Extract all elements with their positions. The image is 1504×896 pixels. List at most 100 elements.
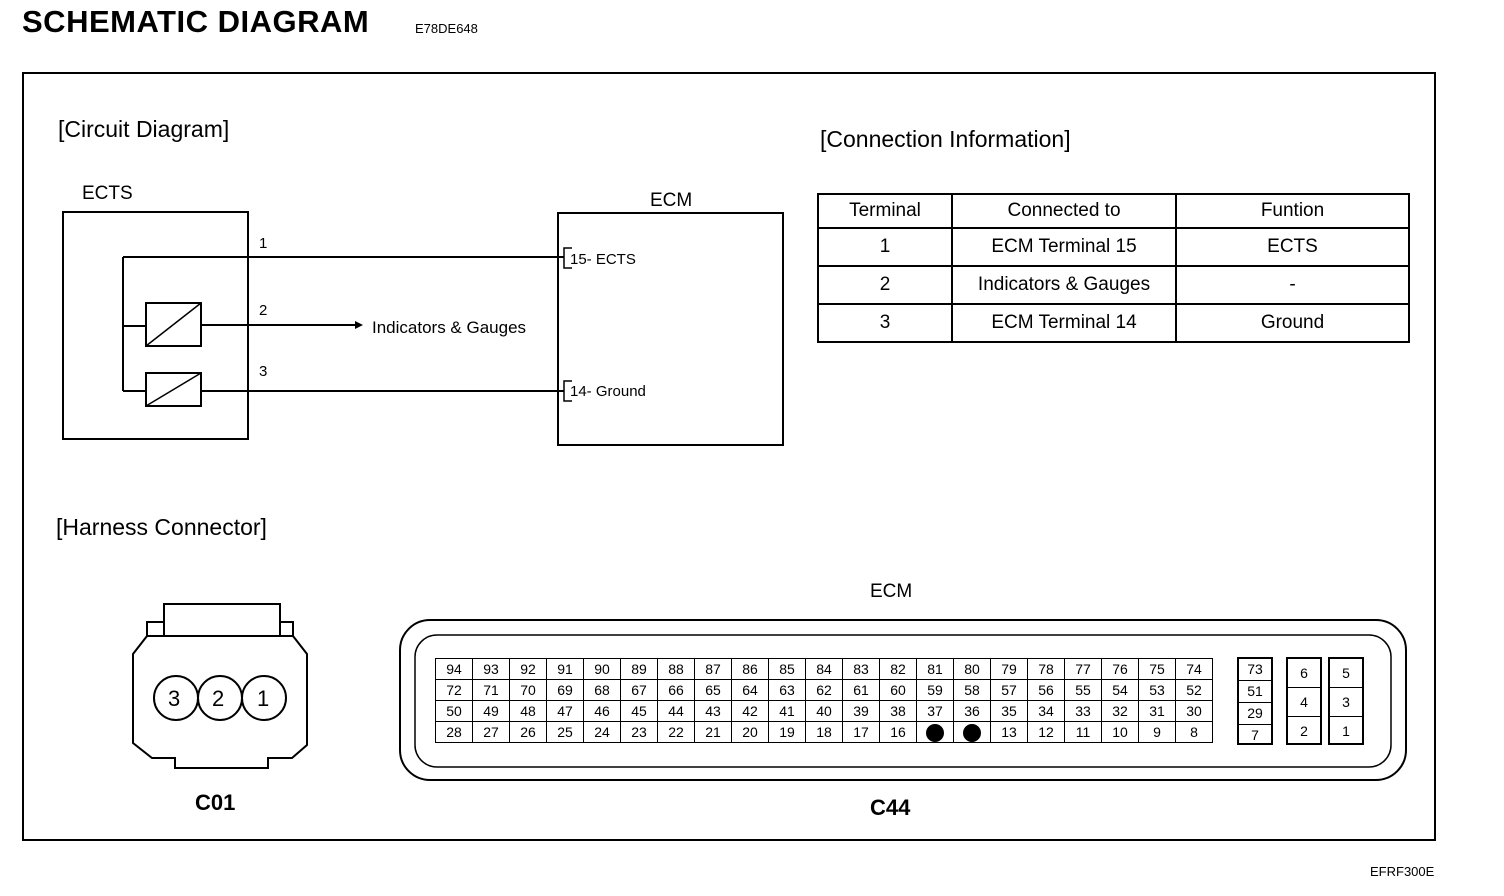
pin-cell: 11: [1064, 720, 1102, 744]
pin-cell: 41: [768, 700, 806, 722]
c44-outer-shell: [399, 619, 1407, 781]
cell: ECM Terminal 14: [951, 303, 1177, 343]
pin-cell: 57: [990, 679, 1028, 701]
pin-cell: 46: [583, 700, 621, 722]
pin-cell: 25: [546, 720, 584, 744]
c01-pin-1-label: 1: [257, 686, 270, 711]
ects-label: ECTS: [82, 183, 133, 204]
pin-cell: 17: [842, 720, 880, 744]
pin-cell: 32: [1101, 700, 1139, 722]
pin-cell: 51: [1239, 681, 1271, 703]
pin-cell: 13: [990, 720, 1028, 744]
pin-cell: [916, 720, 954, 744]
pin-cell: 33: [1064, 700, 1102, 722]
pin-cell: 55: [1064, 679, 1102, 701]
pin-cell: 92: [509, 658, 547, 680]
pin-cell: 18: [805, 720, 843, 744]
circuit-section-title: [Circuit Diagram]: [58, 116, 230, 142]
pin-cell: 70: [509, 679, 547, 701]
cell: 3: [817, 303, 953, 343]
pin-cell: 56: [1027, 679, 1065, 701]
pin-cell: 45: [620, 700, 658, 722]
pin-cell: 65: [694, 679, 732, 701]
pin-cell: 69: [546, 679, 584, 701]
pin-cell: 48: [509, 700, 547, 722]
c01-pin-1: [241, 675, 287, 721]
connection-section-title: [Connection Information]: [820, 126, 1071, 152]
pin-cell: 93: [472, 658, 510, 680]
connection-table: Terminal Connected to Funtion 1 ECM Term…: [817, 193, 1410, 343]
pin-cell: 87: [694, 658, 732, 680]
pin-cell: 36: [953, 700, 991, 722]
ecm-pin-14-label: 14- Ground: [570, 383, 646, 400]
pin-cell: 79: [990, 658, 1028, 680]
table-row: 2 Indicators & Gauges -: [817, 265, 1410, 305]
pin-cell: 5: [1330, 659, 1362, 688]
pin-cell: 71: [472, 679, 510, 701]
wire-2-number: 2: [259, 302, 268, 319]
pin-cell: 3: [1330, 688, 1362, 717]
pin-cell: 44: [657, 700, 695, 722]
pin-cell: 62: [805, 679, 843, 701]
pin-cell: 28: [435, 720, 473, 744]
pin-cell: 19: [768, 720, 806, 744]
cell: Indicators & Gauges: [951, 265, 1177, 305]
pin-cell: 43: [694, 700, 732, 722]
ecm-label: ECM: [650, 190, 693, 211]
sensor-element-2: [145, 372, 202, 407]
pin-cell: 89: [620, 658, 658, 680]
pin-cell: 39: [842, 700, 880, 722]
c44-label: C44: [870, 795, 911, 820]
pin-cell: 90: [583, 658, 621, 680]
pin-cell: 60: [879, 679, 917, 701]
c01-label: C01: [195, 790, 236, 815]
pin-cell: 75: [1138, 658, 1176, 680]
pin-cell: 84: [805, 658, 843, 680]
cell: 2: [817, 265, 953, 305]
pin-cell: 64: [731, 679, 769, 701]
pin-cell: 53: [1138, 679, 1176, 701]
wire-3-number: 3: [259, 363, 268, 380]
harness-section-title: [Harness Connector]: [56, 514, 267, 540]
header-connected-to: Connected to: [951, 193, 1177, 229]
indicators-label: Indicators & Gauges: [372, 318, 527, 337]
pin-cell: 9: [1138, 720, 1176, 744]
pin-cell: 1: [1342, 723, 1350, 739]
cell: Ground: [1175, 303, 1410, 343]
pin-cell: 6: [1288, 659, 1320, 688]
pin-cell: 16: [879, 720, 917, 744]
header-terminal: Terminal: [817, 193, 953, 229]
pin-cell: 26: [509, 720, 547, 744]
pin-cell: 77: [1064, 658, 1102, 680]
pin-cell: 52: [1175, 679, 1213, 701]
cell: ECM Terminal 15: [951, 227, 1177, 267]
pin-cell: 35: [990, 700, 1028, 722]
ecm-pin-15-label: 15- ECTS: [570, 251, 636, 268]
page-title: SCHEMATIC DIAGRAM: [22, 4, 370, 39]
pin-cell: 67: [620, 679, 658, 701]
pin-cell: 40: [805, 700, 843, 722]
pin-cell: 12: [1027, 720, 1065, 744]
diagram-frame: [22, 72, 1436, 841]
pin-cell: 74: [1175, 658, 1213, 680]
pin-cell: 47: [546, 700, 584, 722]
pin-cell: 63: [768, 679, 806, 701]
cell: ECTS: [1175, 227, 1410, 267]
pin-cell: 42: [731, 700, 769, 722]
pin-cell: 81: [916, 658, 954, 680]
pin-cell: 73: [1239, 659, 1271, 681]
pin-cell: 30: [1175, 700, 1213, 722]
pin-cell: 61: [842, 679, 880, 701]
table-header-row: Terminal Connected to Funtion: [817, 193, 1410, 229]
figure-code: EFRF300E: [1370, 864, 1435, 879]
table-row: 3 ECM Terminal 14 Ground: [817, 303, 1410, 343]
pin-cell: 78: [1027, 658, 1065, 680]
c01-pin-3-label: 3: [168, 686, 181, 711]
ecm-box: [557, 212, 784, 446]
